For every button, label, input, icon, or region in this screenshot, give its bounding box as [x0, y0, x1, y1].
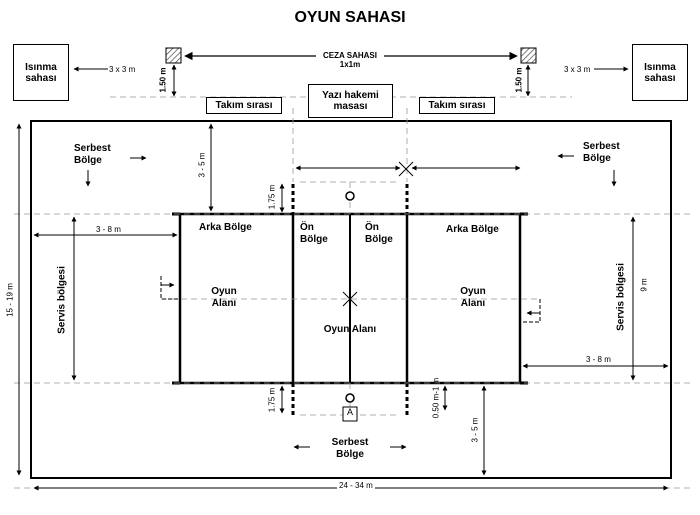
warmup-size-left: 3 x 3 m — [109, 65, 136, 74]
dim-3-8-left: 3 - 8 m — [96, 225, 121, 234]
front-zone-left: Ön Bölge — [300, 222, 328, 245]
dim-3-8-right: 3 - 8 m — [586, 355, 611, 364]
play-area-left: Oyun Alanı — [211, 286, 237, 309]
warmup-area-left-label: Isınma sahası — [25, 61, 57, 84]
warmup-area-right-label: Isınma sahası — [644, 61, 676, 84]
dim-050-1: 0.50 m-1 m — [431, 377, 441, 419]
dim-175-bottom: 1.75 m — [267, 387, 277, 413]
dim-9: 9 m — [639, 278, 649, 292]
scorer-table: Yazı hakemi masası — [308, 84, 393, 118]
dim-175-top: 1.75 m — [267, 184, 277, 210]
midline-brackets — [160, 276, 541, 323]
court-center-cross — [342, 291, 358, 307]
page-title: OYUN SAHASI — [294, 9, 406, 26]
net-post-bottom — [345, 393, 355, 403]
free-zone-bottom: Serbest Bölge — [331, 437, 369, 460]
dim-24-34: 24 - 34 m — [337, 481, 375, 491]
attack-line-extensions — [291, 184, 409, 415]
back-zone-left: Arka Bölge — [199, 222, 252, 233]
warmup-area-right: Isınma sahası — [632, 44, 688, 101]
penalty-area-label: CEZA SAHASI 1x1m — [300, 51, 400, 69]
penalty-area-title: CEZA SAHASI — [323, 51, 377, 60]
scorer-table-label: Yazı hakemi masası — [322, 90, 379, 112]
dim-150-right: 1.50 m — [514, 67, 524, 93]
team-bench-left-label: Takım sırası — [215, 100, 273, 111]
penalty-area-right — [520, 47, 537, 64]
outer-boundary — [30, 120, 672, 479]
penalty-area-size: 1x1m — [339, 60, 361, 70]
warmup-size-right: 3 x 3 m — [564, 65, 591, 74]
penalty-area-left — [165, 47, 182, 64]
dim-150-left: 1.50 m — [158, 67, 168, 93]
play-area-right: Oyun Alanı — [460, 286, 486, 309]
net-post-top — [345, 191, 355, 201]
warmup-area-left: Isınma sahası — [13, 44, 69, 101]
front-zone-right: Ön Bölge — [365, 222, 393, 245]
free-zone-top-left: Serbest Bölge — [74, 143, 111, 166]
dim-3-5-top: 3 - 5 m — [197, 152, 207, 178]
dim-3-5-bottom: 3 - 5 m — [470, 417, 480, 443]
team-bench-left: Takım sırası — [206, 97, 282, 114]
dim-15-19: 15 - 19 m — [5, 283, 15, 317]
service-zone-left: Servis bölgesi — [56, 266, 68, 334]
back-zone-right: Arka Bölge — [446, 224, 499, 235]
team-bench-right: Takım sırası — [419, 97, 495, 114]
free-zone-top-right: Serbest Bölge — [583, 141, 620, 164]
play-area-center: Oyun Alanı — [323, 324, 377, 335]
referee-box — [342, 406, 358, 422]
service-zone-right: Servis bölgesi — [615, 263, 627, 331]
referee-mark: A — [346, 407, 353, 417]
team-bench-right-label: Takım sırası — [428, 100, 486, 111]
